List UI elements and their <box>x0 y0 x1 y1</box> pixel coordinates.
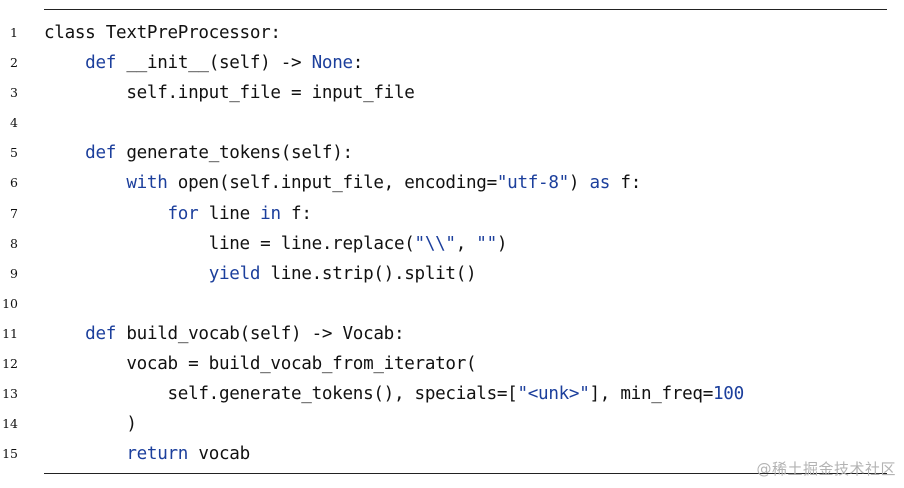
code-token <box>44 173 126 193</box>
code-keyword: with <box>126 173 168 194</box>
code-token: ) <box>568 173 590 194</box>
code-token: open(self.input_file, encoding= <box>167 173 497 194</box>
code-keyword: None <box>311 53 353 74</box>
code-keyword: yield <box>208 263 261 284</box>
code-token: ], min_freq= <box>589 384 714 405</box>
code-token: f: <box>280 203 312 224</box>
code-token: : <box>352 53 364 74</box>
code-token <box>44 264 209 284</box>
line-number: 8 <box>10 235 18 251</box>
code-line: 13 self.generate_tokens(), specials=["<u… <box>0 379 904 409</box>
code-line: 7 for line in f: <box>0 199 904 229</box>
code-token <box>44 143 85 163</box>
code-text: self.input_file = input_file <box>44 78 415 108</box>
code-text: ) <box>44 409 137 439</box>
code-literal: 100 <box>713 384 744 405</box>
code-token: class TextPreProcessor: <box>44 23 281 43</box>
code-token <box>44 204 168 224</box>
code-text: def __init__(self) -> None: <box>44 48 363 78</box>
line-number: 13 <box>2 386 18 402</box>
line-number: 5 <box>10 145 18 161</box>
code-line: 2 def __init__(self) -> None: <box>0 48 904 78</box>
code-text: vocab = build_vocab_from_iterator( <box>44 349 476 379</box>
top-rule <box>44 9 887 10</box>
code-token <box>44 324 85 344</box>
code-keyword: def <box>85 323 117 344</box>
code-line: 5 def generate_tokens(self): <box>0 138 904 168</box>
code-token: ) <box>44 414 137 435</box>
line-number: 6 <box>10 175 18 191</box>
code-line: 1 class TextPreProcessor: <box>0 18 904 48</box>
code-token: build_vocab(self) -> Vocab: <box>116 323 405 344</box>
code-text: def build_vocab(self) -> Vocab: <box>44 319 404 349</box>
code-text: for line in f: <box>44 199 312 229</box>
code-token <box>44 53 85 73</box>
line-number: 15 <box>2 446 18 462</box>
code-line: 4 <box>0 108 904 138</box>
code-token: line.strip().split() <box>260 263 477 284</box>
code-token: __init__(self) -> <box>116 53 312 74</box>
line-number: 14 <box>2 416 18 432</box>
line-number: 10 <box>2 295 18 311</box>
code-token: self.generate_tokens(), specials=[ <box>44 384 518 405</box>
code-line: 8 line = line.replace("\\", "") <box>0 229 904 259</box>
code-token: , <box>455 233 477 254</box>
code-token: vocab = build_vocab_from_iterator( <box>44 354 477 375</box>
code-token: vocab <box>188 444 250 465</box>
code-token: line <box>198 203 261 224</box>
line-number: 1 <box>10 25 18 40</box>
code-keyword: def <box>85 53 117 74</box>
code-line: 12 vocab = build_vocab_from_iterator( <box>0 349 904 379</box>
code-text: class TextPreProcessor: <box>44 18 281 48</box>
code-keyword: for <box>167 203 199 224</box>
line-number: 11 <box>2 325 18 341</box>
line-number: 2 <box>10 55 18 71</box>
code-text: return vocab <box>44 439 250 469</box>
code-token: self.input_file = input_file <box>44 83 415 104</box>
code-token: ) <box>496 233 508 254</box>
code-text: self.generate_tokens(), specials=["<unk>… <box>44 379 745 409</box>
code-keyword: as <box>589 173 611 194</box>
code-line: 9 yield line.strip().split() <box>0 259 904 289</box>
code-text: with open(self.input_file, encoding="utf… <box>44 168 641 198</box>
line-number: 7 <box>10 205 18 221</box>
code-line: 6 with open(self.input_file, encoding="u… <box>0 168 904 198</box>
code-listing: 1 class TextPreProcessor: 2 def __init__(s… <box>0 18 904 469</box>
code-line: 15 return vocab <box>0 439 904 469</box>
code-keyword: def <box>85 143 117 164</box>
line-number: 4 <box>10 115 18 131</box>
code-token <box>44 444 126 464</box>
line-number: 12 <box>2 356 18 372</box>
code-token: line = line.replace( <box>44 233 415 254</box>
line-number: 9 <box>10 265 18 281</box>
line-number: 3 <box>10 85 18 101</box>
code-text: line = line.replace("\\", "") <box>44 229 508 259</box>
code-line: 10 <box>0 289 904 319</box>
code-keyword: in <box>260 203 281 224</box>
code-line: 11 def build_vocab(self) -> Vocab: <box>0 319 904 349</box>
code-text: def generate_tokens(self): <box>44 138 353 168</box>
code-line: 3 self.input_file = input_file <box>0 78 904 108</box>
code-line: 14 ) <box>0 409 904 439</box>
code-literal: "utf-8" <box>496 173 569 194</box>
code-text: yield line.strip().split() <box>44 259 477 289</box>
bottom-rule <box>44 473 887 474</box>
code-literal: "\\" <box>414 233 456 254</box>
code-literal: "<unk>" <box>517 384 590 405</box>
code-token: generate_tokens(self): <box>116 143 353 164</box>
watermark: @稀土掘金技术社区 <box>756 460 896 478</box>
code-keyword: return <box>126 444 189 465</box>
code-literal: "" <box>476 233 497 254</box>
code-token: f: <box>610 173 641 194</box>
